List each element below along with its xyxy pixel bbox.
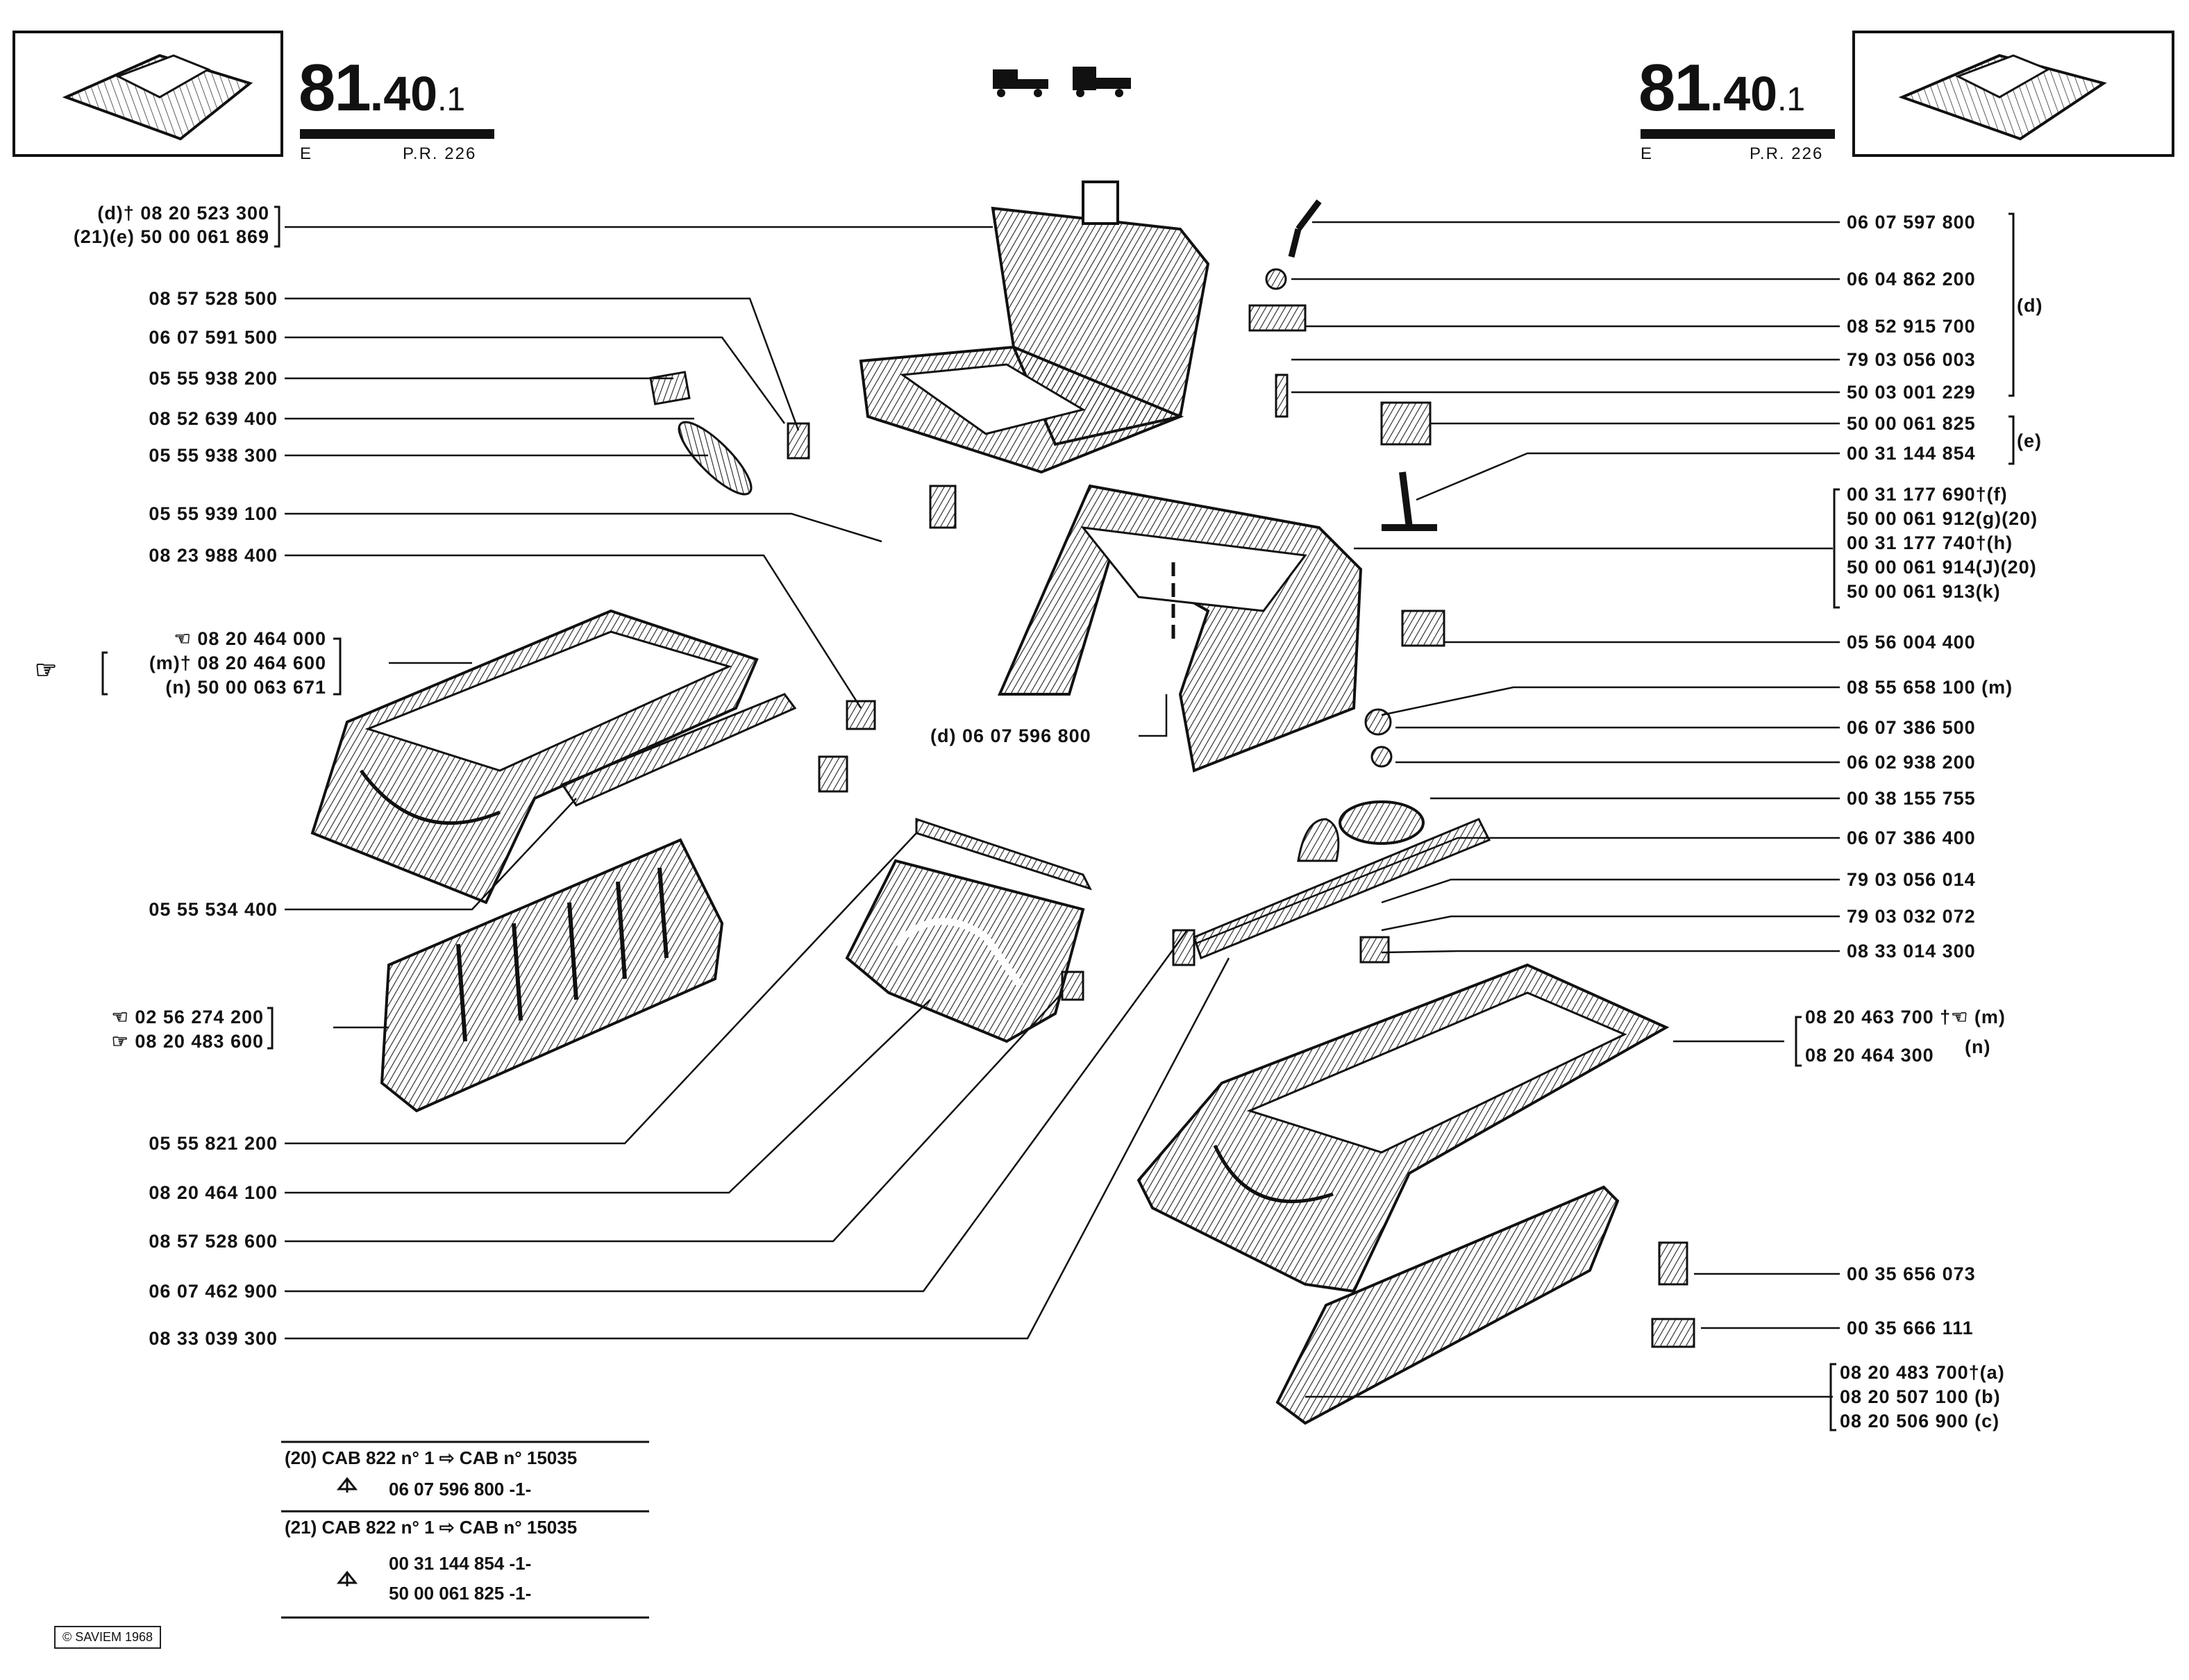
part-label: 00 38 155 755 [1847,788,1976,809]
left-tray [310,609,759,905]
part-label: 00 35 666 111 [1847,1318,1974,1338]
part-label: 50 00 061 912(g)(20) [1847,508,2038,529]
part-label: 06 07 386 400 [1847,828,1976,848]
brackets [101,205,2015,1431]
copyright: © SAVIEM 1968 [54,1626,161,1649]
leader-lines-left [285,226,1230,1340]
part-label: 08 57 528 600 [149,1231,278,1252]
seat-frame [997,484,1363,773]
part-label: 08 20 506 900 (c) [1840,1411,2000,1431]
part-label: 08 55 658 100 (m) [1847,677,2013,698]
notes-table-lines [281,1440,649,1619]
part-label: (n) 50 00 063 671 [165,677,326,698]
right-side-panel [1275,1185,1620,1425]
plate-number-right-main: 81 [1638,51,1711,125]
note-20-line1: (20) CAB 822 n° 1 ⇨ CAB n° 15035 [285,1447,578,1468]
plate-number-right: 81.40.1 [1638,50,1805,126]
part-label-center: (d) 06 07 596 800 [930,725,1091,746]
part-label: 05 55 938 300 [149,445,278,466]
part-label: 08 33 014 300 [1847,941,1976,961]
part-label: 00 31 144 854 [1847,443,1976,464]
plate-number-left: 81.40.1 [299,50,465,126]
e-right: E [1641,144,1654,163]
part-label: (d)† 08 20 523 300 [97,203,269,224]
plate-number-left-main: 81 [299,51,371,125]
note-21-line3: 50 00 061 825 -1- [389,1583,532,1604]
note-21-line1: (21) CAB 822 n° 1 ⇨ CAB n° 15035 [285,1517,578,1538]
part-label: (m)† 08 20 464 600 [149,653,326,673]
part-label: 50 03 001 229 [1847,382,1976,403]
plate-number-left-suffix: .1 [437,81,466,118]
part-label: 50 00 061 914(J)(20) [1847,557,2037,578]
part-label: 06 04 862 200 [1847,269,1976,289]
e-left: E [300,144,313,163]
part-label: 05 55 534 400 [149,899,278,920]
part-label: 06 02 938 200 [1847,752,1976,773]
small-parts [649,268,1695,1348]
part-label: ☞ 08 20 483 600 [111,1031,264,1052]
right-rail [1193,800,1491,959]
part-label: 08 57 528 500 [149,288,278,309]
center-tray [845,817,1092,1043]
part-label: 00 31 177 690†(f) [1847,484,2008,505]
part-label: 50 00 061 913(k) [1847,581,2001,602]
part-label: 08 20 463 700 †☜ (m) [1805,1007,2006,1027]
group-mark-n: (n) [1965,1036,1991,1057]
pr-right: P.R. 226 [1750,144,1824,163]
truck-icon-1 [993,69,1048,97]
part-label: 06 07 462 900 [149,1281,278,1302]
part-label: 06 07 386 500 [1847,717,1976,738]
balance-icons [336,1477,358,1586]
note-20-line2: 06 07 596 800 -1- [389,1479,532,1500]
part-label: 05 55 939 100 [149,503,278,524]
part-label: 06 07 597 800 [1847,212,1976,233]
part-label: 08 20 464 100 [149,1182,278,1203]
left-side-panel [380,838,724,1113]
plate-number-right-suffix: .1 [1777,81,1806,118]
part-label: 08 20 464 300 [1805,1045,1934,1066]
part-label: (21)(e) 50 00 061 869 [73,226,269,247]
left-rail [560,693,797,807]
part-label: 50 00 061 825 [1847,413,1976,434]
part-label: 08 33 039 300 [149,1328,278,1349]
seat [859,180,1210,474]
part-label: 06 07 591 500 [149,327,278,348]
right-tray [1137,963,1670,1293]
part-label: 05 55 938 200 [149,368,278,389]
pr-left: P.R. 226 [403,144,477,163]
part-label: 00 31 177 740†(h) [1847,532,2013,553]
part-label: ☜ 08 20 464 000 [174,628,326,649]
part-label: 79 03 056 003 [1847,349,1976,370]
part-label: 79 03 056 014 [1847,869,1976,890]
part-label: 05 55 821 200 [149,1133,278,1154]
part-label: 08 52 639 400 [149,408,278,429]
part-label: 08 20 483 700†(a) [1840,1362,2005,1383]
part-label: 00 35 656 073 [1847,1263,1976,1284]
plate-number-left-sub: .40 [369,67,438,121]
leader-lines-right [1193,221,1840,1398]
part-label: 08 20 507 100 (b) [1840,1386,2001,1407]
group-mark-d: (d) [2017,295,2043,316]
part-label: 05 56 004 400 [1847,632,1976,653]
note-21-line2: 00 31 144 854 -1- [389,1553,532,1574]
thumbnail-right [1852,31,2174,157]
part-label: 79 03 032 072 [1847,906,1976,927]
part-label: 08 52 915 700 [1847,316,1976,337]
hand-pointer-icon: ☞ [35,655,58,684]
part-label: 08 23 988 400 [149,545,278,566]
thumbnail-left [12,31,283,157]
plate-number-right-sub: .40 [1709,67,1778,121]
truck-icon-2 [1073,67,1131,97]
group-mark-e: (e) [2017,430,2042,451]
part-label: ☜ 02 56 274 200 [111,1007,264,1027]
